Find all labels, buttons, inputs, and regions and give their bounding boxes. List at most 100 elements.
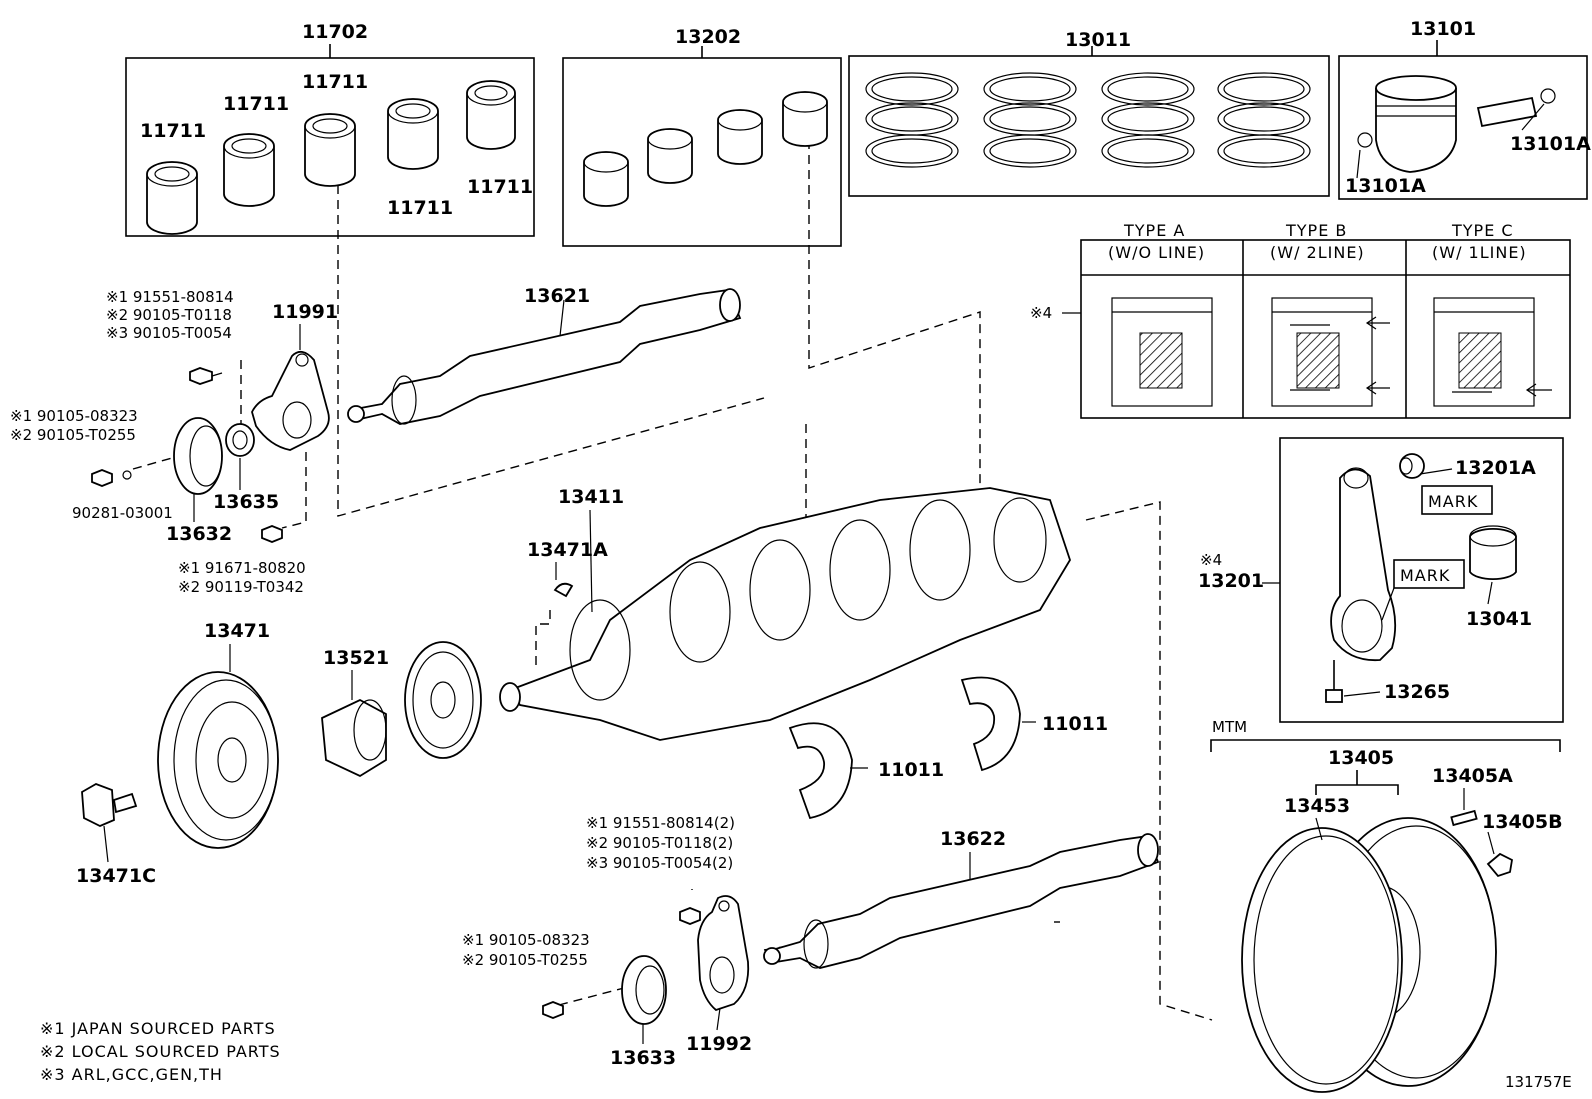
piston-rings-13011	[865, 72, 1311, 168]
rod-bearing-13041	[1469, 525, 1517, 581]
ring-gear-13453	[1241, 827, 1403, 1093]
label-leaders	[103, 103, 1545, 1044]
ref-group-1: ※1 91551-80814 ※2 90105-T0118 ※3 90105-T…	[106, 288, 234, 342]
type-b-desc: (W/ 2LINE)	[1270, 243, 1365, 262]
mtm-bracket	[1210, 739, 1561, 795]
label-13621: 13621	[524, 285, 590, 307]
ref-text: ※1 91551-80814	[106, 288, 234, 306]
ref-text: ※2 90105-T0118(2)	[586, 834, 733, 852]
label-11711: 11711	[223, 93, 289, 115]
bearing-box-13202	[562, 46, 842, 247]
label-11011: 11011	[878, 759, 944, 781]
mark-box-2	[1393, 559, 1465, 589]
label-13405a: 13405A	[1432, 765, 1513, 787]
label-11991: 11991	[272, 301, 338, 323]
ref-group-5: ※1 91551-80814(2) ※2 90105-T0118(2) ※3 9…	[586, 814, 735, 872]
ref-text: ※1 91671-80820	[178, 559, 306, 577]
ref-text: 90281-03001	[72, 504, 173, 522]
type-b-name: TYPE B	[1285, 221, 1347, 240]
label-11011: 11011	[1042, 713, 1108, 735]
piston-13101	[1357, 75, 1556, 173]
label-13101a: 13101A	[1510, 133, 1591, 155]
bracket-11992	[697, 895, 750, 1012]
bearing-type-table	[1062, 239, 1571, 419]
ring-box-13011	[848, 46, 1330, 197]
note-4: ※4	[1030, 304, 1052, 322]
diagram-id: 131757E	[1505, 1073, 1572, 1091]
label-13201a: 13201A	[1455, 457, 1536, 479]
ref-text: ※1 90105-08323	[10, 407, 138, 425]
mark-label: MARK	[1428, 492, 1478, 511]
ref-text: ※3 90105-T0054	[106, 324, 232, 342]
label-13201: 13201	[1198, 570, 1264, 592]
mark-label: MARK	[1400, 566, 1450, 585]
sprocket-13521	[321, 698, 387, 778]
mark-box-1	[1421, 485, 1493, 515]
ref-text: ※1 91551-80814(2)	[586, 814, 735, 832]
label-13101a: 13101A	[1345, 175, 1426, 197]
label-13632: 13632	[166, 523, 232, 545]
crankshaft-13411	[499, 487, 1071, 741]
gear-13632	[173, 417, 223, 495]
balance-shaft-13622	[763, 833, 1160, 969]
label-11711: 11711	[387, 197, 453, 219]
type-a-name: TYPE A	[1123, 221, 1185, 240]
label-13202: 13202	[675, 26, 741, 48]
bushing-13201a	[1399, 453, 1425, 479]
ref-text: ※2 90105-T0118	[106, 306, 232, 324]
main-bearings-11711	[146, 80, 516, 235]
label-13011: 13011	[1065, 29, 1131, 51]
mtm-label: MTM	[1212, 718, 1247, 736]
rod-box-text: ※4 MARK MARK MTM	[1200, 492, 1478, 736]
label-13405: 13405	[1328, 747, 1394, 769]
type-c-desc: (W/ 1LINE)	[1432, 243, 1527, 262]
bearing-box-11702	[125, 44, 535, 237]
label-13635: 13635	[213, 491, 279, 513]
label-13622: 13622	[940, 828, 1006, 850]
label-11992: 11992	[686, 1033, 752, 1055]
ref-group-2: ※1 90105-08323 ※2 90105-T0255	[10, 407, 138, 444]
balance-shaft-13621	[347, 288, 742, 425]
crank-sprocket	[404, 641, 482, 759]
label-13633: 13633	[610, 1047, 676, 1069]
ref-text: ※2 90105-T0255	[462, 951, 588, 969]
bolt-13471c	[81, 783, 138, 827]
label-11711: 11711	[467, 176, 533, 198]
label-13521: 13521	[323, 647, 389, 669]
label-13101: 13101	[1410, 18, 1476, 40]
label-13471: 13471	[204, 620, 270, 642]
label-11702: 11702	[302, 21, 368, 43]
ref-text: ※2 90119-T0342	[178, 578, 304, 596]
label-13405b: 13405B	[1482, 811, 1563, 833]
legend-item: ※3 ARL,GCC,GEN,TH	[40, 1065, 223, 1084]
label-11711: 11711	[140, 120, 206, 142]
legend: ※1 JAPAN SOURCED PARTS ※2 LOCAL SOURCED …	[40, 1019, 281, 1084]
ref-group-3: 90281-03001	[72, 504, 173, 522]
mark-leaders	[1381, 468, 1493, 621]
note-4: ※4	[1200, 551, 1222, 569]
label-13453: 13453	[1284, 795, 1350, 817]
label-13471c: 13471C	[76, 865, 156, 887]
ref-text: ※1 90105-08323	[462, 931, 590, 949]
label-13265: 13265	[1384, 681, 1450, 703]
ref-text: ※2 90105-T0255	[10, 426, 136, 444]
conrod-box	[1262, 437, 1564, 723]
piston-box-13101	[1338, 40, 1588, 200]
connecting-rod-13201	[1325, 467, 1397, 703]
label-11711: 11711	[302, 71, 368, 93]
conrod-bearings-13202	[583, 91, 828, 207]
pulley-13471	[157, 671, 279, 849]
spacer-13635	[225, 423, 255, 457]
ref-group-6: ※1 90105-08323 ※2 90105-T0255	[462, 931, 590, 969]
ref-text: ※3 90105-T0054(2)	[586, 854, 733, 872]
type-a-desc: (W/O LINE)	[1108, 243, 1205, 262]
label-13041: 13041	[1466, 608, 1532, 630]
label-13471a: 13471A	[527, 539, 608, 561]
part-numbers: 11702 11711 11711 11711 11711 11711 1320…	[76, 18, 1591, 1069]
label-13411: 13411	[558, 486, 624, 508]
thrust-washers-11011	[788, 676, 1036, 820]
bracket-11991	[251, 350, 330, 451]
legend-item: ※2 LOCAL SOURCED PARTS	[40, 1042, 281, 1061]
type-table-text: ※4 TYPE A (W/O LINE) TYPE B (W/ 2LINE) T…	[1030, 221, 1527, 322]
